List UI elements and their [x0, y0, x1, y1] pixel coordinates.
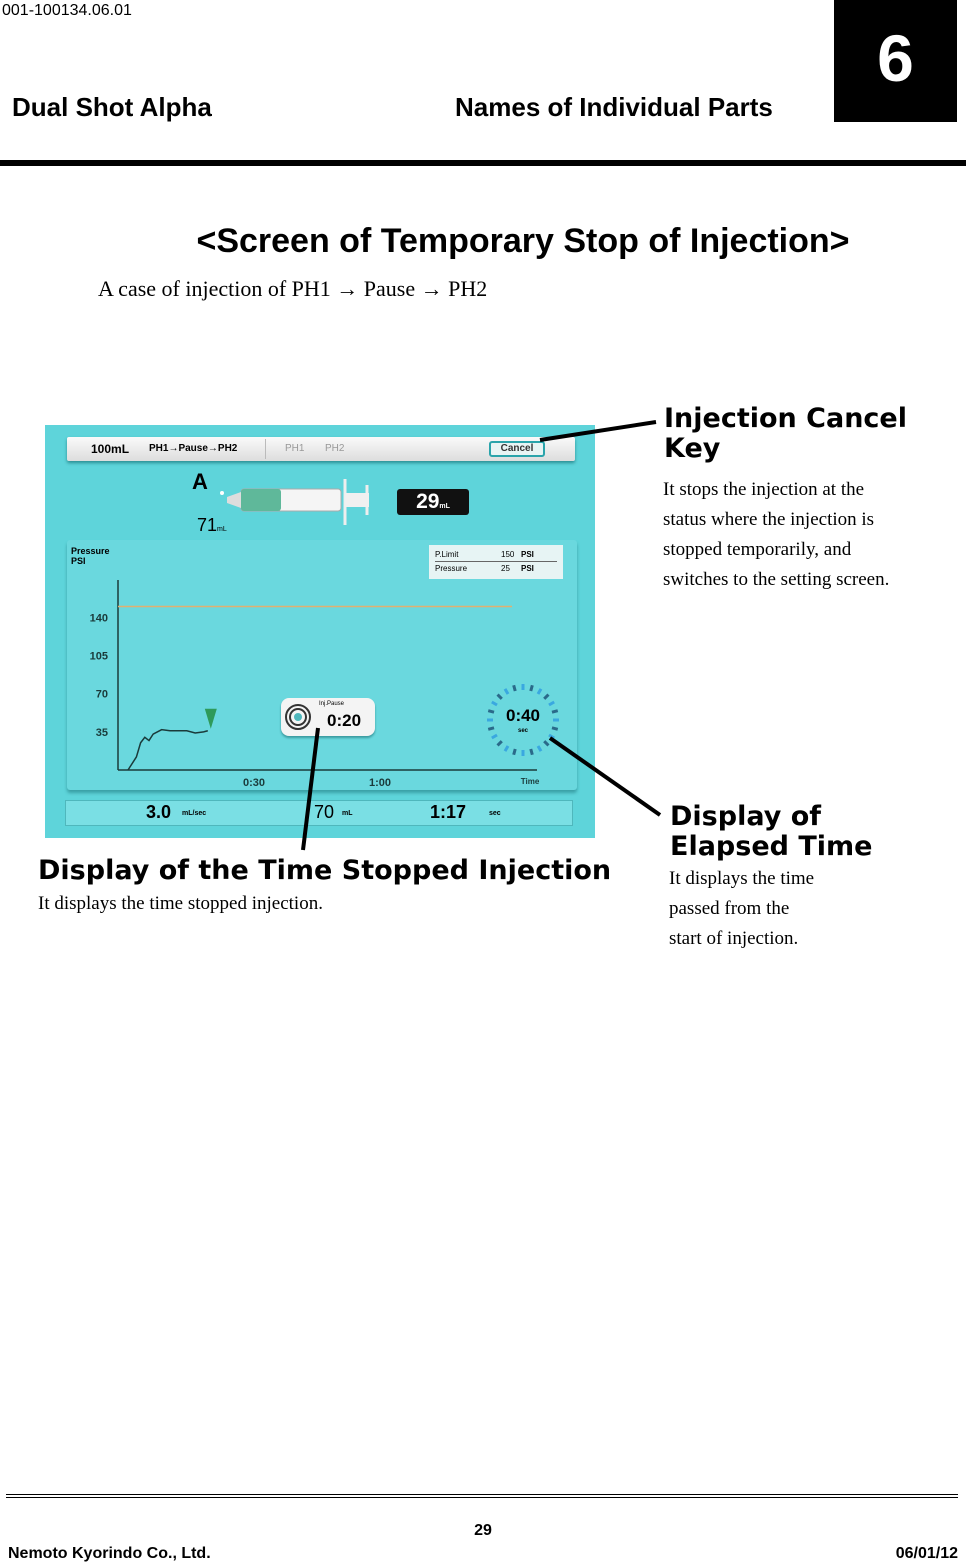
total-volume: 70 [314, 802, 335, 822]
y-tick-label: 140 [90, 612, 108, 624]
remaining-unit: mL [217, 526, 227, 533]
pressure-curve [127, 728, 208, 771]
footer-date: 06/01/12 [895, 1545, 958, 1562]
flow-rate-unit: mL/sec [182, 810, 207, 817]
elapsed-dial-icon [487, 684, 559, 756]
y-tick-label: 105 [90, 651, 108, 663]
volume: 100mL [91, 442, 130, 456]
x-tick-label: 0:30 [243, 777, 265, 789]
pressure-value: 25 [501, 564, 510, 573]
product-name: Dual Shot Alpha [12, 92, 212, 122]
pause-label: Inj.Pause [319, 701, 345, 707]
flow-rate: 3.0 [146, 802, 172, 822]
company-name: Nemoto Kyorindo Co., Ltd. [8, 1545, 211, 1562]
duration: 1:17 [430, 802, 467, 822]
y-tick-label: 35 [96, 727, 108, 739]
tab-ph2[interactable]: PH2 [325, 443, 345, 454]
injected-unit: mL [439, 503, 450, 510]
syringe-icon [220, 479, 369, 525]
callout-lines [301, 420, 662, 851]
cancel-button[interactable]: Cancel [489, 441, 545, 457]
pressure-axis-label: Pressure [71, 546, 110, 556]
total-volume-unit: mL [342, 810, 353, 817]
y-tick-label: 70 [96, 689, 108, 701]
status-bar: 100mL PH1→Pause→PH2 PH1 PH2 Cancel [67, 437, 575, 461]
remaining-volume: 71 [197, 515, 218, 535]
pause-target-icon [285, 704, 311, 730]
section-title: Names of Individual Parts [455, 92, 773, 122]
chapter-number: 6 [834, 0, 957, 122]
tab-ph1[interactable]: PH1 [285, 443, 305, 454]
x-tick-label: 1:00 [369, 777, 391, 789]
pause-indicator: Inj.Pause 0:20 [281, 698, 375, 736]
plimit-unit: PSI [521, 550, 534, 559]
footer-rule [6, 1494, 958, 1498]
duration-unit: sec [489, 810, 501, 817]
pause-time: 0:20 [327, 711, 362, 730]
header-rule [0, 160, 966, 166]
plimit-label: P.Limit [435, 550, 459, 559]
plimit-value: 150 [501, 550, 515, 559]
pressure-graph: 140 105 70 35 0:30 1:00 Time [90, 580, 540, 789]
document-id: 001-100134.06.01 [2, 2, 132, 19]
stopped-callout-title: Display of the Time Stopped Injection [38, 855, 612, 886]
pressure-label: Pressure [435, 564, 468, 573]
elapsed-time: 0:40 [505, 706, 541, 725]
protocol: PH1→Pause→PH2 [149, 443, 238, 454]
syringe-label: A [192, 469, 208, 494]
pause-marker-icon [204, 708, 217, 729]
x-axis-label: Time [521, 777, 540, 786]
summary-bar: 3.0 mL/sec 70 mL 1:17 sec [65, 800, 573, 826]
page-title: <Screen of Temporary Stop of Injection> [196, 222, 850, 260]
injected-volume: 29 [416, 490, 440, 513]
stopped-callout-desc: It displays the time stopped injection. [38, 893, 323, 914]
pressure-axis-unit: PSI [71, 556, 86, 566]
page-subtitle: A case of injection of PH1 → Pause → PH2 [98, 276, 488, 301]
injector-screen: 100mL PH1→Pause→PH2 PH1 PH2 Cancel A 71m… [45, 425, 595, 838]
elapsed-unit: sec [517, 728, 528, 734]
page-number: 29 [474, 1522, 492, 1539]
pressure-unit: PSI [521, 564, 534, 573]
